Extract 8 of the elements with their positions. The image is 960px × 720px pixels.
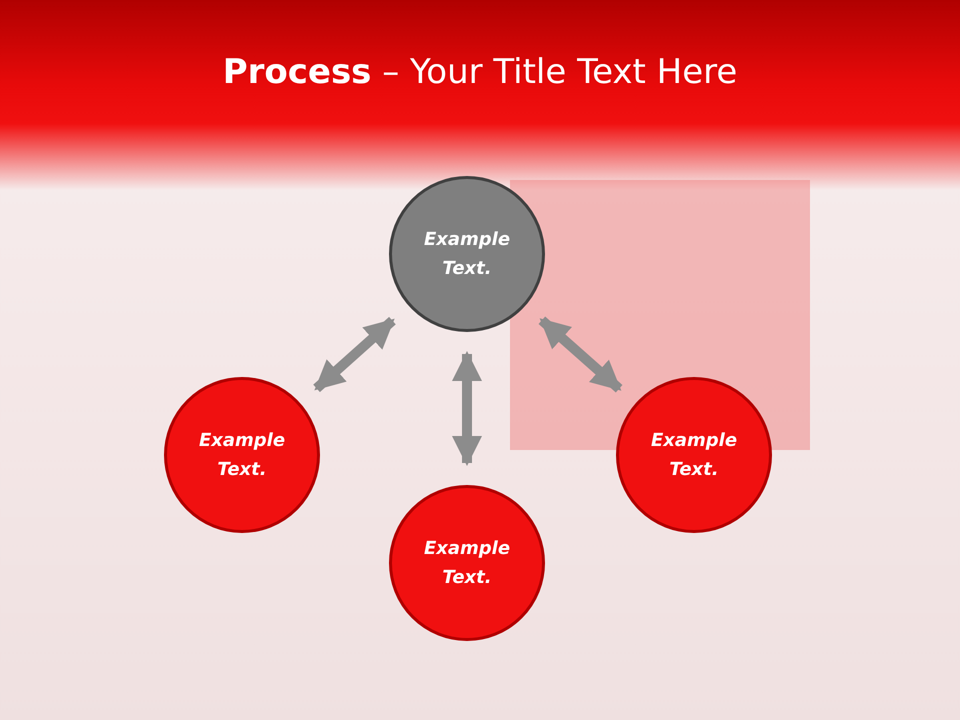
title: Process – Your Title Text Here <box>222 52 738 92</box>
node-label: Example Text. <box>198 429 286 482</box>
node-label: Example Text. <box>650 429 738 482</box>
double-arrow <box>452 351 482 466</box>
double-arrow <box>313 316 396 392</box>
node-label: Example Text. <box>422 228 512 281</box>
node-label: Example Text. <box>422 537 512 590</box>
double-arrow <box>538 316 622 392</box>
